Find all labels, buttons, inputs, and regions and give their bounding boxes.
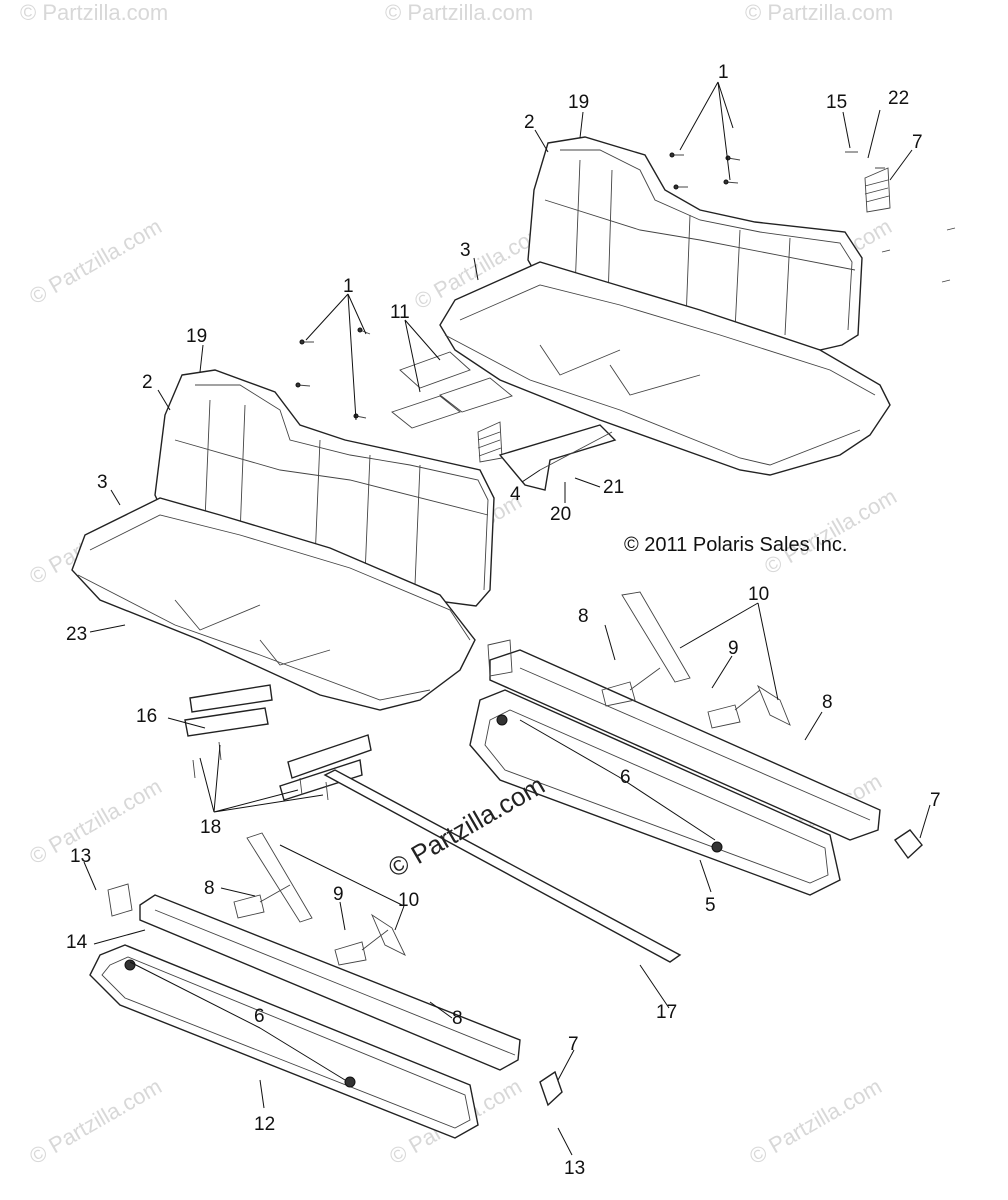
callout-3: 3: [460, 240, 471, 261]
rear-belts: [487, 591, 791, 729]
callout-6: 6: [620, 767, 631, 788]
rear-seat-cushion: [439, 261, 891, 476]
callout-7: 7: [568, 1034, 579, 1055]
callout-8: 8: [452, 1008, 463, 1029]
callout-22: 22: [888, 88, 909, 109]
callout-19: 19: [568, 92, 589, 113]
watermark: © Partzilla.com: [745, 0, 893, 25]
callout-23: 23: [66, 624, 87, 645]
front-frame: [89, 894, 563, 1139]
bracket-4: [498, 424, 617, 491]
watermark: © Partzilla.com: [745, 1074, 886, 1170]
watermark: © Partzilla.com: [385, 0, 533, 25]
callout-8: 8: [578, 606, 589, 627]
front-belts: [107, 832, 406, 966]
rear-frame: [469, 649, 923, 896]
callout-9: 9: [728, 638, 739, 659]
callout-7: 7: [912, 132, 923, 153]
callout-13: 13: [564, 1158, 585, 1179]
callout-15: 15: [826, 92, 847, 113]
watermark: © Partzilla.com: [20, 0, 168, 25]
leader-lines: [83, 81, 931, 1156]
callout-4: 4: [510, 484, 521, 505]
callout-1: 1: [718, 62, 729, 83]
callout-13: 13: [70, 846, 91, 867]
callout-labels: 1 19 2 15 22 7 3 11 1 19 2 3 4 21 20 © 2…: [66, 62, 941, 1179]
fastener-18: [192, 741, 329, 801]
callout-12: 12: [254, 1114, 275, 1135]
callout-8: 8: [204, 878, 215, 899]
center-watermark: © Partzilla.com: [383, 770, 550, 884]
watermark: © Partzilla.com: [25, 1074, 166, 1170]
callout-6: 6: [254, 1006, 265, 1027]
callout-16: 16: [136, 706, 157, 727]
callout-21: 21: [603, 477, 624, 498]
callout-9: 9: [333, 884, 344, 905]
callout-2: 2: [142, 372, 153, 393]
watermark: © Partzilla.com: [25, 214, 166, 310]
watermark: © Partzilla.com: [760, 484, 901, 580]
callout-11: 11: [390, 302, 410, 323]
callout-1: 1: [343, 276, 354, 297]
callout-18: 18: [200, 817, 221, 838]
callout-5: 5: [705, 895, 716, 916]
callout-10: 10: [748, 584, 769, 605]
strap-16: [184, 684, 372, 801]
callout-19: 19: [186, 326, 207, 347]
callout-8: 8: [822, 692, 833, 713]
copyright-text: © 2011 Polaris Sales Inc.: [624, 534, 847, 556]
pads-11: [391, 351, 513, 429]
callout-3: 3: [97, 472, 108, 493]
callout-20: 20: [550, 504, 571, 525]
bar-17: [323, 769, 682, 963]
callout-10: 10: [398, 890, 419, 911]
watermark: © Partzilla.com: [25, 774, 166, 870]
callout-14: 14: [66, 932, 88, 953]
callout-17: 17: [656, 1002, 677, 1023]
bolts-group-1: [295, 151, 956, 419]
callout-2: 2: [524, 112, 535, 133]
front-seat-cushion: [71, 497, 476, 711]
callout-7: 7: [930, 790, 941, 811]
